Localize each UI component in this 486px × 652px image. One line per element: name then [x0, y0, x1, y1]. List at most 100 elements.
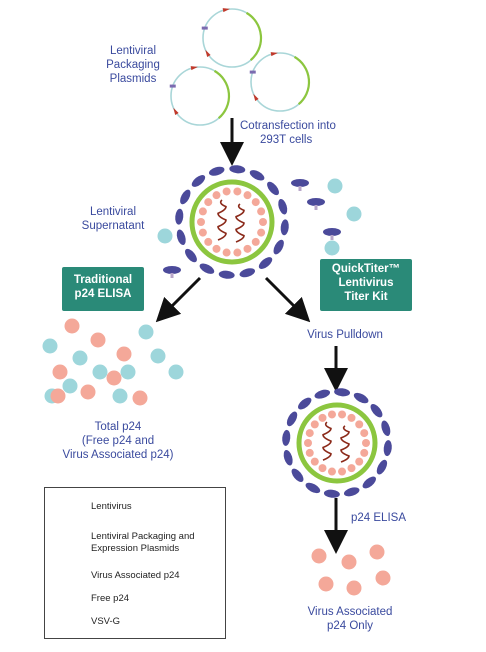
- vsv-g-stem: [330, 235, 334, 240]
- plasmid-gene-arc: [213, 69, 231, 120]
- capsid-p24: [318, 464, 327, 473]
- plasmid-gene-arc: [245, 11, 263, 62]
- arrow-to-traditional: [155, 276, 202, 323]
- vsv-g-protein: [282, 429, 291, 446]
- plasmid-promoter-mark: [222, 8, 230, 13]
- virus-associated-p24-particle: [318, 576, 334, 592]
- legend-label-vsv-g: VSV-G: [91, 616, 121, 627]
- vsv-g-protein: [273, 239, 284, 255]
- vsv-g-head: [307, 198, 325, 206]
- vsv-g-protein: [208, 166, 225, 176]
- legend-label-plasmids: Lentiviral Packaging and Expression Plas…: [91, 531, 195, 554]
- vsv-g-protein: [176, 229, 186, 246]
- label-cotransfection: Cotransfection into 293T cells: [240, 120, 336, 146]
- arrow-to-quicktiter: [264, 276, 311, 323]
- capsid-p24: [310, 457, 319, 466]
- vsv-g-protein: [239, 268, 256, 278]
- virus-associated-p24-particle: [64, 318, 80, 334]
- vsv-g-protein: [180, 189, 191, 205]
- capsid-p24: [305, 448, 314, 457]
- vsv-g-stem: [314, 205, 318, 210]
- capsid-p24: [338, 410, 347, 419]
- free-vsv-g: [307, 198, 325, 210]
- free-vsv-g: [163, 266, 181, 278]
- capsid-p24: [360, 429, 369, 438]
- free-p24-particle: [92, 364, 108, 380]
- virus-associated-p24-particle: [50, 388, 66, 404]
- plasmid-promoter-mark: [205, 49, 211, 57]
- vsv-g-protein: [323, 489, 340, 498]
- plasmid-gene-arc: [293, 55, 311, 106]
- vsv-g-protein: [314, 389, 331, 399]
- capsid-p24: [198, 228, 207, 237]
- label-virus-associated-only: Virus Associated p24 Only: [307, 606, 393, 632]
- vsv-g-protein: [334, 388, 351, 397]
- vsv-g-protein: [305, 482, 321, 494]
- capsid-p24: [222, 248, 231, 257]
- plasmid-top: [201, 8, 263, 68]
- virus-associated-p24-particle: [116, 346, 132, 362]
- legend-label-lentivirus: Lentivirus: [91, 501, 132, 512]
- viral-rna: [322, 421, 332, 461]
- legend: Lentivirus Lentiviral Packaging and Expr…: [44, 487, 226, 639]
- free-p24-particle: [346, 206, 362, 222]
- label-p24-elisa: p24 ELISA: [351, 512, 406, 524]
- capsid-p24: [233, 248, 242, 257]
- vsv-g-protein: [286, 411, 298, 427]
- free-p24-particle: [168, 364, 184, 380]
- vsv-g-protein: [185, 248, 197, 263]
- vsv-g-protein: [383, 440, 392, 457]
- vsv-g-protein: [280, 219, 289, 236]
- vsv-g-stem: [170, 273, 174, 278]
- capsid-p24: [338, 467, 347, 476]
- capsid-p24: [310, 420, 319, 429]
- vsv-g-protein: [343, 487, 360, 497]
- capsid-p24: [251, 198, 260, 207]
- capsid-p24: [251, 237, 260, 246]
- viral-rna: [235, 203, 245, 243]
- viral-rna: [340, 425, 350, 463]
- capsid-p24: [318, 413, 327, 422]
- capsid-p24: [243, 244, 252, 253]
- plasmid-right: [249, 52, 311, 112]
- vsv-g-protein: [362, 476, 376, 489]
- capsid-p24: [304, 439, 312, 447]
- vsv-g-protein: [218, 270, 235, 279]
- capsid-p24: [243, 191, 252, 200]
- vsv-g-protein: [370, 404, 383, 418]
- capsid-p24: [347, 413, 356, 422]
- lentivirus-pulldown: [282, 388, 392, 498]
- plasmid-marker-tick: [249, 70, 256, 74]
- capsid-p24: [204, 237, 213, 246]
- free-p24-particle: [150, 348, 166, 364]
- vsv-g-protein: [298, 397, 312, 410]
- capsid-p24: [212, 244, 221, 253]
- capsid-p24: [257, 228, 266, 237]
- plasmid-promoter-mark: [253, 93, 259, 101]
- virus-associated-p24-particle: [341, 554, 357, 570]
- free-p24-particle: [112, 388, 128, 404]
- vsv-g-protein: [191, 175, 206, 187]
- vsv-g-protein: [291, 468, 304, 482]
- viral-rna: [217, 199, 227, 241]
- capsid-p24: [257, 207, 266, 216]
- capsid-p24: [259, 218, 267, 226]
- vsv-g-protein: [283, 449, 293, 466]
- free-p24-particle: [120, 364, 136, 380]
- vsv-g-protein: [381, 420, 391, 437]
- capsid-p24: [327, 467, 336, 476]
- vsv-g-protein: [353, 392, 369, 404]
- plasmid-promoter-mark: [173, 107, 179, 115]
- free-p24-particle: [72, 350, 88, 366]
- vsv-g-protein: [249, 170, 265, 181]
- quicktiter-kit-box: QuickTiter™ Lentivirus Titer Kit: [320, 259, 412, 311]
- plasmid-marker-tick: [169, 84, 176, 88]
- virus-associated-p24-particle: [346, 580, 362, 596]
- label-supernatant: Lentiviral Supernatant: [81, 206, 145, 232]
- vsv-g-protein: [376, 459, 388, 475]
- vsv-g-protein: [258, 257, 273, 269]
- virus-associated-p24-particle: [375, 570, 391, 586]
- capsid-p24: [327, 410, 336, 419]
